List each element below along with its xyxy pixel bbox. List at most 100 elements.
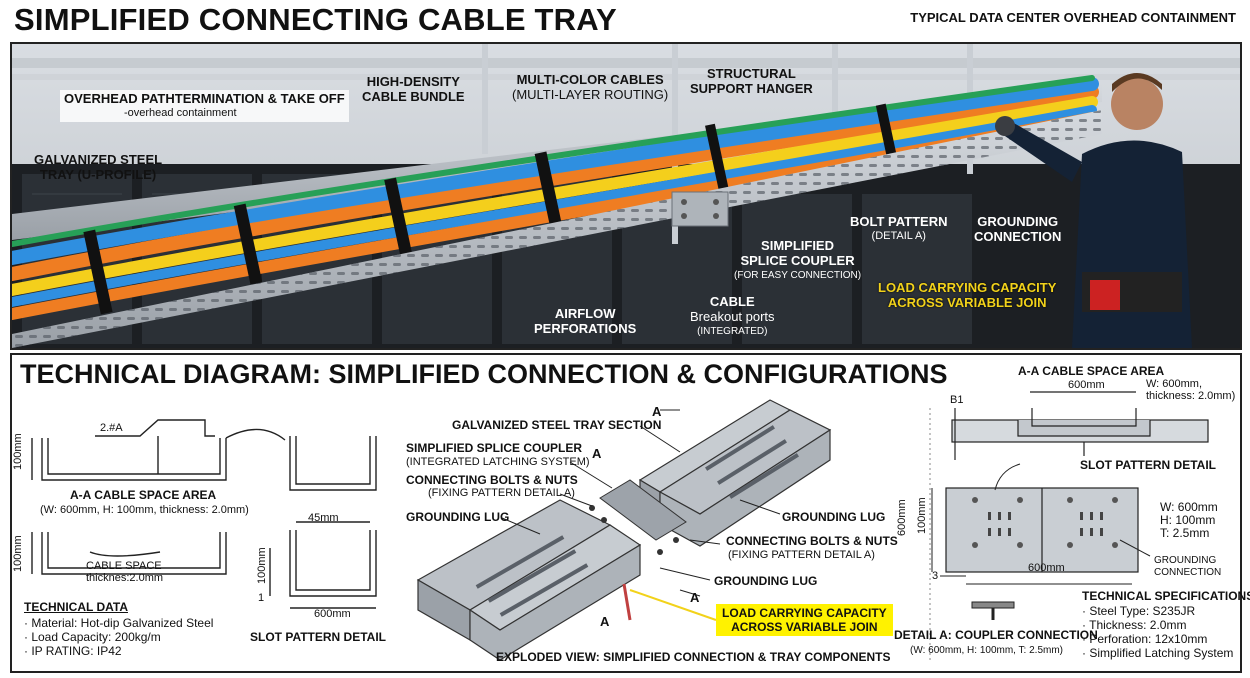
- load-highlight-line1: LOAD CARRYING CAPACITY: [722, 606, 887, 620]
- label-bolt-line2: (DETAIL A): [871, 230, 926, 242]
- coupler-label-sub: (INTEGRATED LATCHING SYSTEM): [406, 456, 590, 468]
- label-grounding-connection: GROUNDING CONNECTION: [974, 214, 1061, 244]
- label-overhead-path-main: OVERHEAD PATHTERMINATION & TAKE OFF: [64, 91, 345, 106]
- technical-data-list: · Material: Hot-dip Galvanized Steel · L…: [24, 616, 213, 658]
- diagram-title: TECHNICAL DIAGRAM: SIMPLIFIED CONNECTION…: [20, 359, 948, 389]
- label-bolt-pattern: BOLT PATTERN (DETAIL A): [850, 214, 948, 244]
- label-galvanized-tray: GALVANIZED STEEL TRAY (U-PROFILE): [34, 152, 162, 182]
- label-cable-bundle: HIGH-DENSITY CABLE BUNDLE: [362, 74, 465, 104]
- label-overhead-path: OVERHEAD PATHTERMINATION & TAKE OFF -ove…: [60, 90, 349, 122]
- dim-45: 45mm: [308, 512, 339, 524]
- w-spec-line1: W: 600mm,: [1146, 378, 1203, 390]
- exploded-view-caption: EXPLODED VIEW: SIMPLIFIED CONNECTION & T…: [496, 650, 891, 664]
- dim-600: 600mm: [314, 608, 351, 620]
- dim-3: 3: [932, 570, 939, 582]
- thickness-label: thicknes:2.0mm: [86, 572, 164, 584]
- section-a-bottom: A: [600, 614, 610, 629]
- spec-h: H: 100mm: [1160, 513, 1216, 527]
- label-load-line2: ACROSS VARIABLE JOIN: [887, 295, 1047, 310]
- tech-spec-item: · Steel Type: S235JR: [1082, 604, 1196, 618]
- technical-data-item: · Load Capacity: 200kg/m: [24, 630, 161, 644]
- label-bolt-line1: BOLT PATTERN: [850, 214, 948, 229]
- detail-a-sub: (W: 600mm, H: 100mm, T: 2.5mm): [910, 645, 1063, 656]
- spec-w: W: 600mm: [1160, 500, 1218, 514]
- dim-top: 2.#A: [100, 422, 123, 434]
- dim-600b: 600mm: [896, 499, 908, 536]
- label-airflow-line2: PERFORATIONS: [534, 321, 637, 336]
- technical-data-title: TECHNICAL DATA: [24, 600, 128, 614]
- w-spec-line2: thickness: 2.0mm): [1146, 390, 1236, 402]
- label-multicolor-line1: MULTI-COLOR CABLES: [516, 72, 664, 87]
- bolts-label-main: CONNECTING BOLTS & NUTS: [406, 473, 578, 487]
- bolts-label-sub: (FIXING PATTERN DETAIL A): [428, 487, 575, 499]
- label-hanger-line2: SUPPORT HANGER: [690, 81, 813, 96]
- label-airflow: AIRFLOW PERFORATIONS: [534, 306, 636, 336]
- label-breakout: CABLE Breakout ports (INTEGRATED): [690, 294, 775, 339]
- photo-panel: OVERHEAD PATHTERMINATION & TAKE OFF -ove…: [10, 42, 1242, 350]
- label-galvanized-line1: GALVANIZED STEEL: [34, 152, 163, 167]
- load-highlight-line2: ACROSS VARIABLE JOIN: [731, 620, 878, 634]
- section-a-lower: A: [690, 590, 700, 605]
- slot-pattern-title-left: SLOT PATTERN DETAIL: [250, 630, 386, 644]
- load-capacity-highlight: LOAD CARRYING CAPACITY ACROSS VARIABLE J…: [716, 604, 893, 636]
- label-multicolor-cables: MULTI-COLOR CABLES (MULTI-LAYER ROUTING): [512, 72, 668, 102]
- grounding-right-line2: CONNECTION: [1154, 567, 1222, 578]
- label-load-capacity: LOAD CARRYING CAPACITY ACROSS VARIABLE J…: [878, 280, 1056, 310]
- aa-cable-space-sub: (W: 600mm, H: 100mm, thickness: 2.0mm): [40, 504, 249, 516]
- label-load-line1: LOAD CARRYING CAPACITY: [878, 280, 1057, 295]
- tech-spec-item: · Perforation: 12x10mm: [1082, 632, 1208, 646]
- dim-600c: 600mm: [1028, 562, 1065, 574]
- tray-section-label: GALVANIZED STEEL TRAY SECTION: [452, 418, 662, 432]
- coupler-label-main: SIMPLIFIED SPLICE COUPLER: [406, 441, 583, 455]
- diagram-panel: [10, 353, 1242, 673]
- bolts2-label-main: CONNECTING BOLTS & NUTS: [726, 534, 898, 548]
- top-right-label: TYPICAL DATA CENTER OVERHEAD CONTAINMENT: [910, 10, 1236, 25]
- technical-data-item: · Material: Hot-dip Galvanized Steel: [24, 616, 214, 630]
- b1-label: B1: [950, 394, 964, 406]
- label-airflow-line1: AIRFLOW: [554, 306, 616, 321]
- grounding-right-line1: GROUNDING: [1154, 555, 1217, 566]
- tech-spec-list: · Steel Type: S235JR · Thickness: 2.0mm …: [1082, 604, 1233, 660]
- section-a-top: A: [652, 404, 662, 419]
- detail-a-title: DETAIL A: COUPLER CONNECTION: [894, 628, 1098, 642]
- bolts2-label-sub: (FIXING PATTERN DETAIL A): [728, 549, 875, 561]
- dim-100c: 100mm: [256, 547, 268, 584]
- label-splice-line1: SIMPLIFIED: [761, 238, 834, 253]
- cable-space-label: CABLE SPACE: [86, 560, 162, 572]
- aa-cable-space-title: A-A CABLE SPACE AREA: [70, 488, 217, 502]
- tech-spec-title: TECHNICAL SPECIFICATIONS: [1082, 589, 1250, 603]
- slot-pattern-title-right: SLOT PATTERN DETAIL: [1080, 458, 1216, 472]
- label-galvanized-line2: TRAY (U-PROFILE): [39, 167, 157, 182]
- technical-data-item: · IP RATING: IP42: [24, 644, 122, 658]
- label-splice-line2: SPLICE COUPLER: [740, 253, 855, 268]
- grounding-lug-right: GROUNDING LUG: [782, 510, 886, 524]
- label-bundle-line1: HIGH-DENSITY: [366, 74, 460, 89]
- label-hanger-line1: STRUCTURAL: [706, 66, 796, 81]
- dim-600a: 600mm: [1068, 379, 1105, 391]
- label-splice-line3: (FOR EASY CONNECTION): [734, 270, 862, 281]
- label-splice-coupler: SIMPLIFIED SPLICE COUPLER (FOR EASY CONN…: [734, 238, 861, 283]
- label-overhead-path-sub: -overhead containment: [124, 107, 237, 119]
- photo-illustration: [12, 44, 1240, 348]
- label-grounding-line2: CONNECTION: [974, 229, 1062, 244]
- spec-t: T: 2.5mm: [1160, 526, 1210, 540]
- label-grounding-line1: GROUNDING: [977, 214, 1059, 229]
- dim-100-right: 100mm: [916, 497, 928, 534]
- tech-spec-item: · Simplified Latching System: [1082, 646, 1234, 660]
- grounding-lug-bottom: GROUNDING LUG: [714, 574, 818, 588]
- label-breakout-line2: Breakout ports: [690, 309, 775, 324]
- page-title: SIMPLIFIED CONNECTING CABLE TRAY: [14, 2, 617, 37]
- label-breakout-line3: (INTEGRATED): [697, 326, 768, 337]
- aa-cable-space-title-right: A-A CABLE SPACE AREA: [1018, 364, 1165, 378]
- label-support-hanger: STRUCTURAL SUPPORT HANGER: [690, 66, 813, 96]
- label-breakout-line1: CABLE: [709, 294, 755, 309]
- label-multicolor-line2: (MULTI-LAYER ROUTING): [512, 87, 669, 102]
- section-a-mid: A: [592, 446, 602, 461]
- dim-100b: 100mm: [12, 535, 24, 572]
- label-bundle-line2: CABLE BUNDLE: [362, 89, 465, 104]
- dim-100a: 100mm: [12, 433, 24, 470]
- tech-spec-item: · Thickness: 2.0mm: [1082, 618, 1187, 632]
- dim-1: 1: [258, 592, 265, 604]
- grounding-lug-left: GROUNDING LUG: [406, 510, 510, 524]
